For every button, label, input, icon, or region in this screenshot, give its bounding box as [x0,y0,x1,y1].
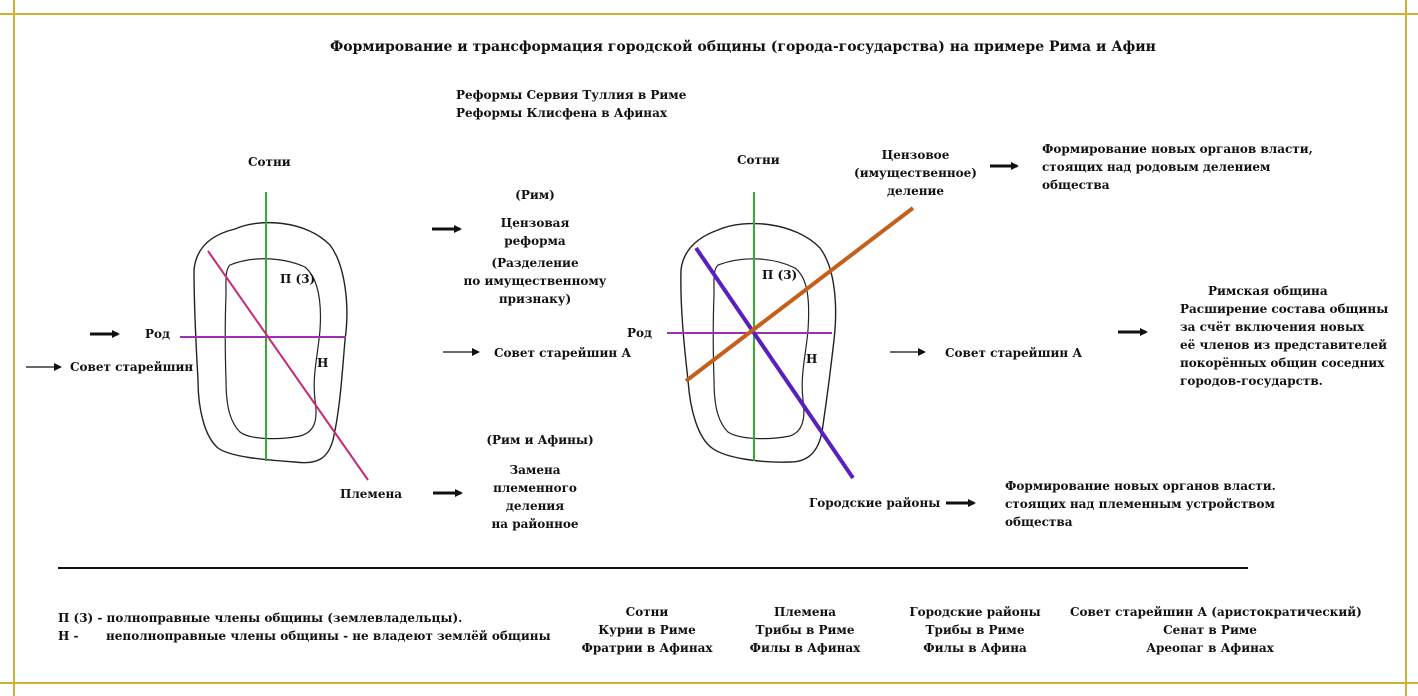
correspondence-header: Совет старейшин А (аристократический) [1070,605,1362,619]
census-explanation-line: по имущественному [463,274,607,288]
left-council-label: Совет старейшин [70,360,194,374]
correspondence-column-sotni: Сотни Курии в Риме Фратрии в Афинах [572,603,722,657]
right-top-label: Сотни [737,153,780,167]
right-council-label: Совет старейшин А [945,346,1083,360]
census-division-line: деление [886,184,945,198]
rome-athens-label: (Рим и Афины) [486,433,594,447]
roman-community-line: её членов из представителей [1180,338,1387,352]
roman-community-line: Расширение состава общины [1180,302,1389,316]
frame-bottom-line [0,682,1418,684]
right-outer-contour [680,222,837,463]
left-diagonal-line [207,250,369,481]
census-explanation-line: признаку) [498,292,572,306]
reforms-heading-rome: Реформы Сервия Туллия в Риме [456,88,687,102]
left-partial-members-label: Н [317,356,329,370]
census-reform-line: Цензовая [500,216,570,230]
correspondence-header: Племена [773,605,837,619]
new-organs-bottom-line: Формирование новых органов власти. [1005,479,1276,493]
census-division-label: Цензовое (имущественное) деление [853,146,978,200]
right-partial-members-label: Н [806,352,818,366]
roman-community-line: покорённых общин соседних [1180,356,1385,370]
right-diagonal-line [694,246,855,480]
correspondence-cell: Трибы в Риме [755,623,855,637]
correspondence-column-plemena: Племена Трибы в Риме Филы в Афинах [735,603,875,657]
frame-left-line [13,0,15,696]
replacement-line: племенного [493,481,577,495]
right-full-members-label: П (3) [762,268,798,282]
frame-right-line [1405,0,1407,696]
left-full-members-label: П (3) [280,272,316,286]
replacement-line: на районное [491,517,579,531]
left-inner-contour [224,258,322,440]
correspondence-cell: Фратрии в Афинах [581,641,713,655]
census-explanation: (Разделение по имущественному признаку) [455,254,615,308]
correspondence-column-districts: Городские районы Трибы в Риме Филы в Афи… [905,603,1045,657]
left-outer-contour [193,221,348,464]
legend-full-members: П (3) - полноправные члены общины (земле… [58,611,463,625]
census-division-line: Цензовое [881,148,950,162]
left-bottom-label: Племена [340,487,403,501]
new-organs-top-line: общества [1042,178,1110,192]
census-division-line: (имущественное) [854,166,977,180]
right-inner-contour [712,258,810,440]
reforms-heading-athens: Реформы Клисфена в Афинах [456,106,668,120]
census-reform-line: реформа [504,234,566,248]
roman-community-line: за счёт включения новых [1180,320,1365,334]
replacement-line: деления [505,499,565,513]
correspondence-cell: Филы в Афина [923,641,1027,655]
right-rod-label: Род [627,326,653,340]
census-reform-label: Цензовая реформа [480,214,590,250]
new-organs-bottom-line: стоящих над племенным устройством [1005,497,1275,511]
replacement-line: Замена [509,463,561,477]
left-top-label: Сотни [248,155,291,169]
roman-community-line: городов-государств. [1180,374,1323,388]
new-organs-top: Формирование новых органов власти, стоящ… [1042,140,1313,194]
new-organs-top-line: стоящих над родовым делением [1042,160,1271,174]
correspondence-cell: Курии в Риме [598,623,696,637]
correspondence-cell: Филы в Афинах [749,641,861,655]
left-rod-label: Род [145,327,171,341]
legend-partial-key: Н - [58,629,79,643]
roman-community-block: Римская община Расширение состава общины… [1180,282,1388,390]
roman-community-title: Римская община [1208,284,1328,298]
new-organs-top-line: Формирование новых органов власти, [1042,142,1313,156]
legend-partial-members: неполноправные члены общины - не владеют… [106,629,551,643]
new-organs-bottom-line: общества [1005,515,1073,529]
middle-council-label: Совет старейшин А [494,346,632,360]
census-explanation-line: (Разделение [491,256,579,270]
new-organs-bottom: Формирование новых органов власти. стоящ… [1005,477,1276,531]
replacement-label: Замена племенного деления на районное [475,461,595,533]
frame-top-line [0,13,1418,15]
correspondence-cell: Сенат в Риме [1163,623,1257,637]
right-bottom-label: Городские районы [809,496,941,510]
correspondence-column-council: Совет старейшин А (аристократический) Се… [1070,603,1362,657]
correspondence-cell: Трибы в Риме [925,623,1025,637]
correspondence-cell: Ареопаг в Афинах [1146,641,1274,655]
right-census-line [684,206,915,383]
correspondence-header: Сотни [625,605,669,619]
section-divider [58,567,1248,569]
rome-label: (Рим) [515,188,555,202]
page-title: Формирование и трансформация городской о… [330,39,1156,55]
correspondence-header: Городские районы [909,605,1041,619]
